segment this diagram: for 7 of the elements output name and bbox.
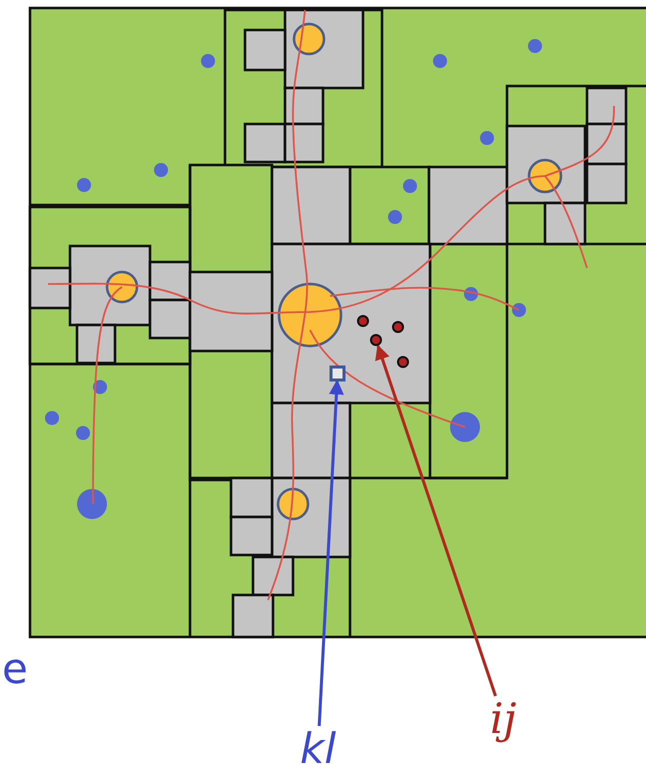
point-dot [370,334,382,346]
cell-marker [330,366,346,382]
variable-label: kl [300,728,336,770]
pointer-arrow [318,380,344,726]
variable-label: ij [490,698,516,740]
pointer-arrow [375,344,497,696]
variable-label: e [2,648,28,690]
